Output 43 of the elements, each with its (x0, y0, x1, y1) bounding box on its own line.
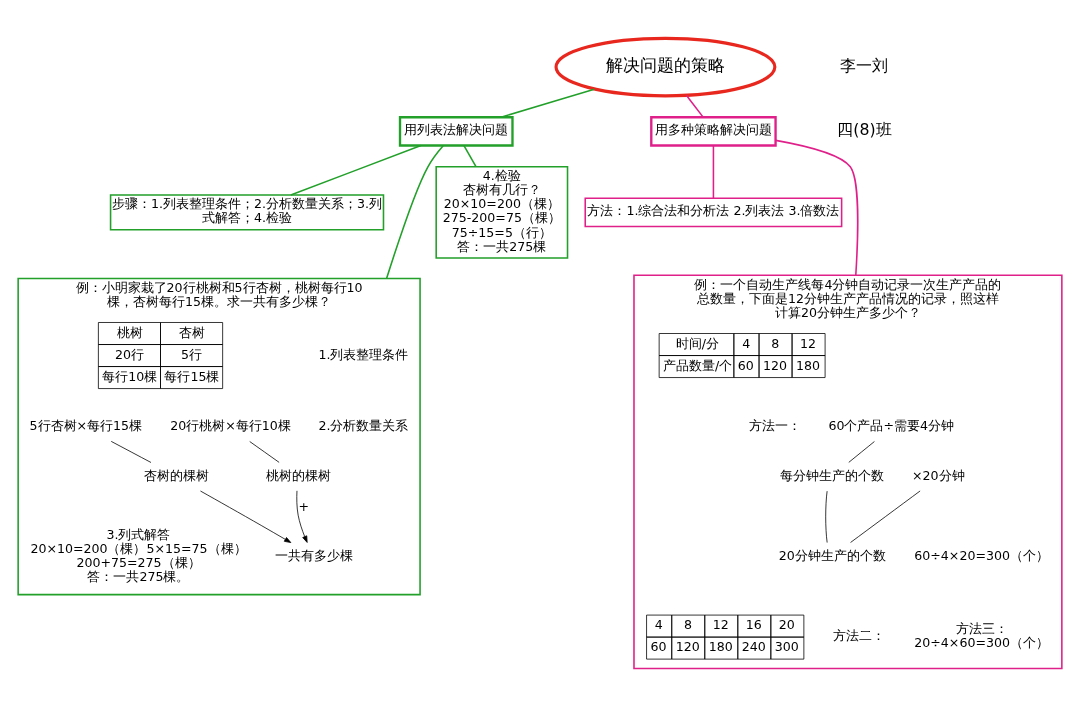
edge-label: + (298, 499, 309, 515)
node-text: 每分钟生产的个数 (780, 467, 885, 483)
label: 16 (745, 617, 762, 633)
label: 60 (650, 639, 667, 655)
label: 180 (796, 357, 821, 373)
node-text: 一共有多少棵 (274, 547, 353, 563)
label: 每行10棵 (102, 368, 158, 384)
label: 杏树 (178, 324, 205, 340)
label: 4 (654, 617, 663, 633)
label: 180 (708, 639, 733, 655)
label: 4 (742, 335, 751, 351)
label: 8 (683, 617, 692, 633)
label: 桃树 (116, 324, 143, 340)
label: 20行 (114, 346, 144, 362)
node-text: 3.列式解答 20×10=200（棵）5×15=75（棵） 200+75=275（棵） 答：一共275棵。 (30, 526, 247, 585)
node-text: 2.分析数量关系 (318, 418, 409, 434)
node-text: 方法三： 20÷4×60=300（个） (914, 621, 1049, 651)
label: 120 (675, 639, 700, 655)
node-text: 方法二： (832, 628, 885, 644)
label: 240 (741, 639, 766, 655)
node-text: 60÷4×20=300（个） (914, 547, 1049, 563)
label: 300 (774, 639, 799, 655)
label: 20 (778, 617, 795, 633)
node-text: 杏树的棵树 (143, 467, 209, 483)
node-text: 5行杏树×每行15棵 (29, 418, 143, 434)
node-text: 桃树的棵树 (265, 467, 331, 483)
label: 产品数量/个 (663, 357, 733, 373)
label: 四(8)班 (837, 120, 892, 140)
label: 12 (712, 617, 729, 633)
label: 时间/分 (675, 335, 719, 351)
label: 5行 (180, 346, 202, 362)
node-text: 60个产品÷需要4分钟 (828, 418, 954, 434)
node-text: 20行桃树×每行10棵 (170, 418, 291, 434)
node-text: 方法一： (748, 418, 801, 434)
label: 60 (737, 357, 754, 373)
label: 8 (771, 335, 780, 351)
label: 120 (762, 357, 787, 373)
node-text: 20分钟生产的个数 (778, 547, 886, 563)
label: 李一刘 (840, 56, 889, 75)
label: 12 (799, 335, 816, 351)
node-text: ×20分钟 (912, 467, 965, 483)
label: 每行15棵 (164, 368, 220, 384)
node-text: 1.列表整理条件 (318, 346, 409, 362)
